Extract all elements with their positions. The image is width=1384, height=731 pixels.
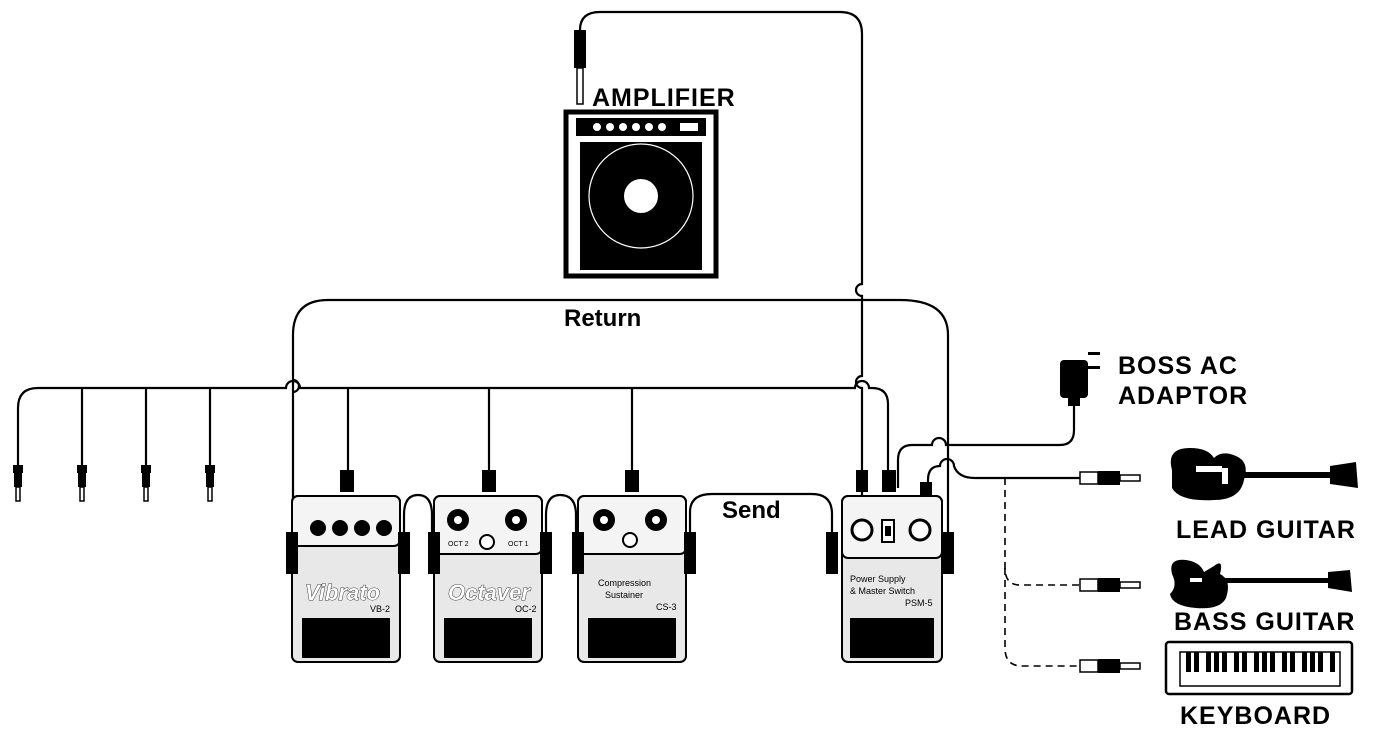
output-plugs <box>13 465 215 502</box>
psm-model: PSM-5 <box>905 598 933 608</box>
electric-guitar-icon <box>1170 448 1358 501</box>
plug-icon <box>574 30 586 105</box>
keyboard-dashed-cable <box>1004 568 1080 667</box>
vibrato-pedal-name: Vibrato <box>305 580 380 605</box>
link-vibrato-octaver <box>402 493 434 535</box>
bass-guitar-icon <box>1170 559 1352 609</box>
link-octaver-compressor <box>544 493 578 535</box>
adaptor-label-line1: BOSS AC <box>1118 352 1238 380</box>
psm-name-line2: & Master Switch <box>850 586 915 596</box>
return-label: Return <box>564 305 641 332</box>
octaver-pedal-model: OC-2 <box>515 604 537 614</box>
amplifier-label: AMPLIFIER <box>592 84 736 112</box>
amplifier-icon <box>563 109 719 279</box>
psm-name-line1: Power Supply <box>850 574 906 584</box>
compressor-model: CS-3 <box>656 602 677 612</box>
vibrato-pedal-model: VB-2 <box>370 604 390 614</box>
adaptor-label-line2: ADAPTOR <box>1118 382 1248 410</box>
bass-guitar: BASS GUITAR <box>1170 559 1355 636</box>
bus-cable <box>16 379 890 470</box>
compressor-name-line1: Compression <box>598 578 651 588</box>
amplifier-cable <box>578 10 864 535</box>
octaver-pedal: OCT 2 OCT 1 Octaver OC-2 <box>428 470 552 663</box>
ac-adaptor: BOSS AC ADAPTOR <box>1060 352 1248 410</box>
bass-dashed-cable <box>1004 478 1080 586</box>
plug-icon <box>141 465 151 502</box>
ac-adaptor-icon <box>1060 352 1100 406</box>
bass-guitar-label: BASS GUITAR <box>1174 608 1355 636</box>
octaver-oct2-label: OCT 2 <box>448 541 469 548</box>
cables <box>16 10 1080 667</box>
vibrato-pedal: Vibrato VB-2 <box>286 470 410 663</box>
adaptor-cable <box>896 405 1076 488</box>
instrument-cable <box>926 457 1080 488</box>
lead-guitar: LEAD GUITAR <box>1170 448 1358 544</box>
send-label: Send <box>722 497 781 524</box>
compression-sustainer-pedal: Compression Sustainer CS-3 <box>572 470 696 663</box>
plug-icon <box>1079 471 1141 485</box>
compressor-name-line2: Sustainer <box>605 590 643 600</box>
amplifier: AMPLIFIER <box>563 30 736 279</box>
keyboard-icon <box>1164 640 1354 696</box>
keyboard-label: KEYBOARD <box>1180 702 1331 730</box>
send-cable <box>688 492 834 535</box>
plug-icon <box>77 465 87 502</box>
plug-icon <box>13 465 23 502</box>
keyboard: KEYBOARD <box>1164 640 1354 730</box>
plug-icon <box>1079 578 1141 592</box>
octaver-pedal-name: Octaver <box>448 580 531 605</box>
lead-guitar-label: LEAD GUITAR <box>1176 516 1356 544</box>
octaver-oct1-label: OCT 1 <box>508 541 529 548</box>
plug-icon <box>205 465 215 502</box>
power-supply-master-switch-pedal: Power Supply & Master Switch PSM-5 <box>826 470 954 663</box>
plug-icon <box>1079 659 1141 673</box>
